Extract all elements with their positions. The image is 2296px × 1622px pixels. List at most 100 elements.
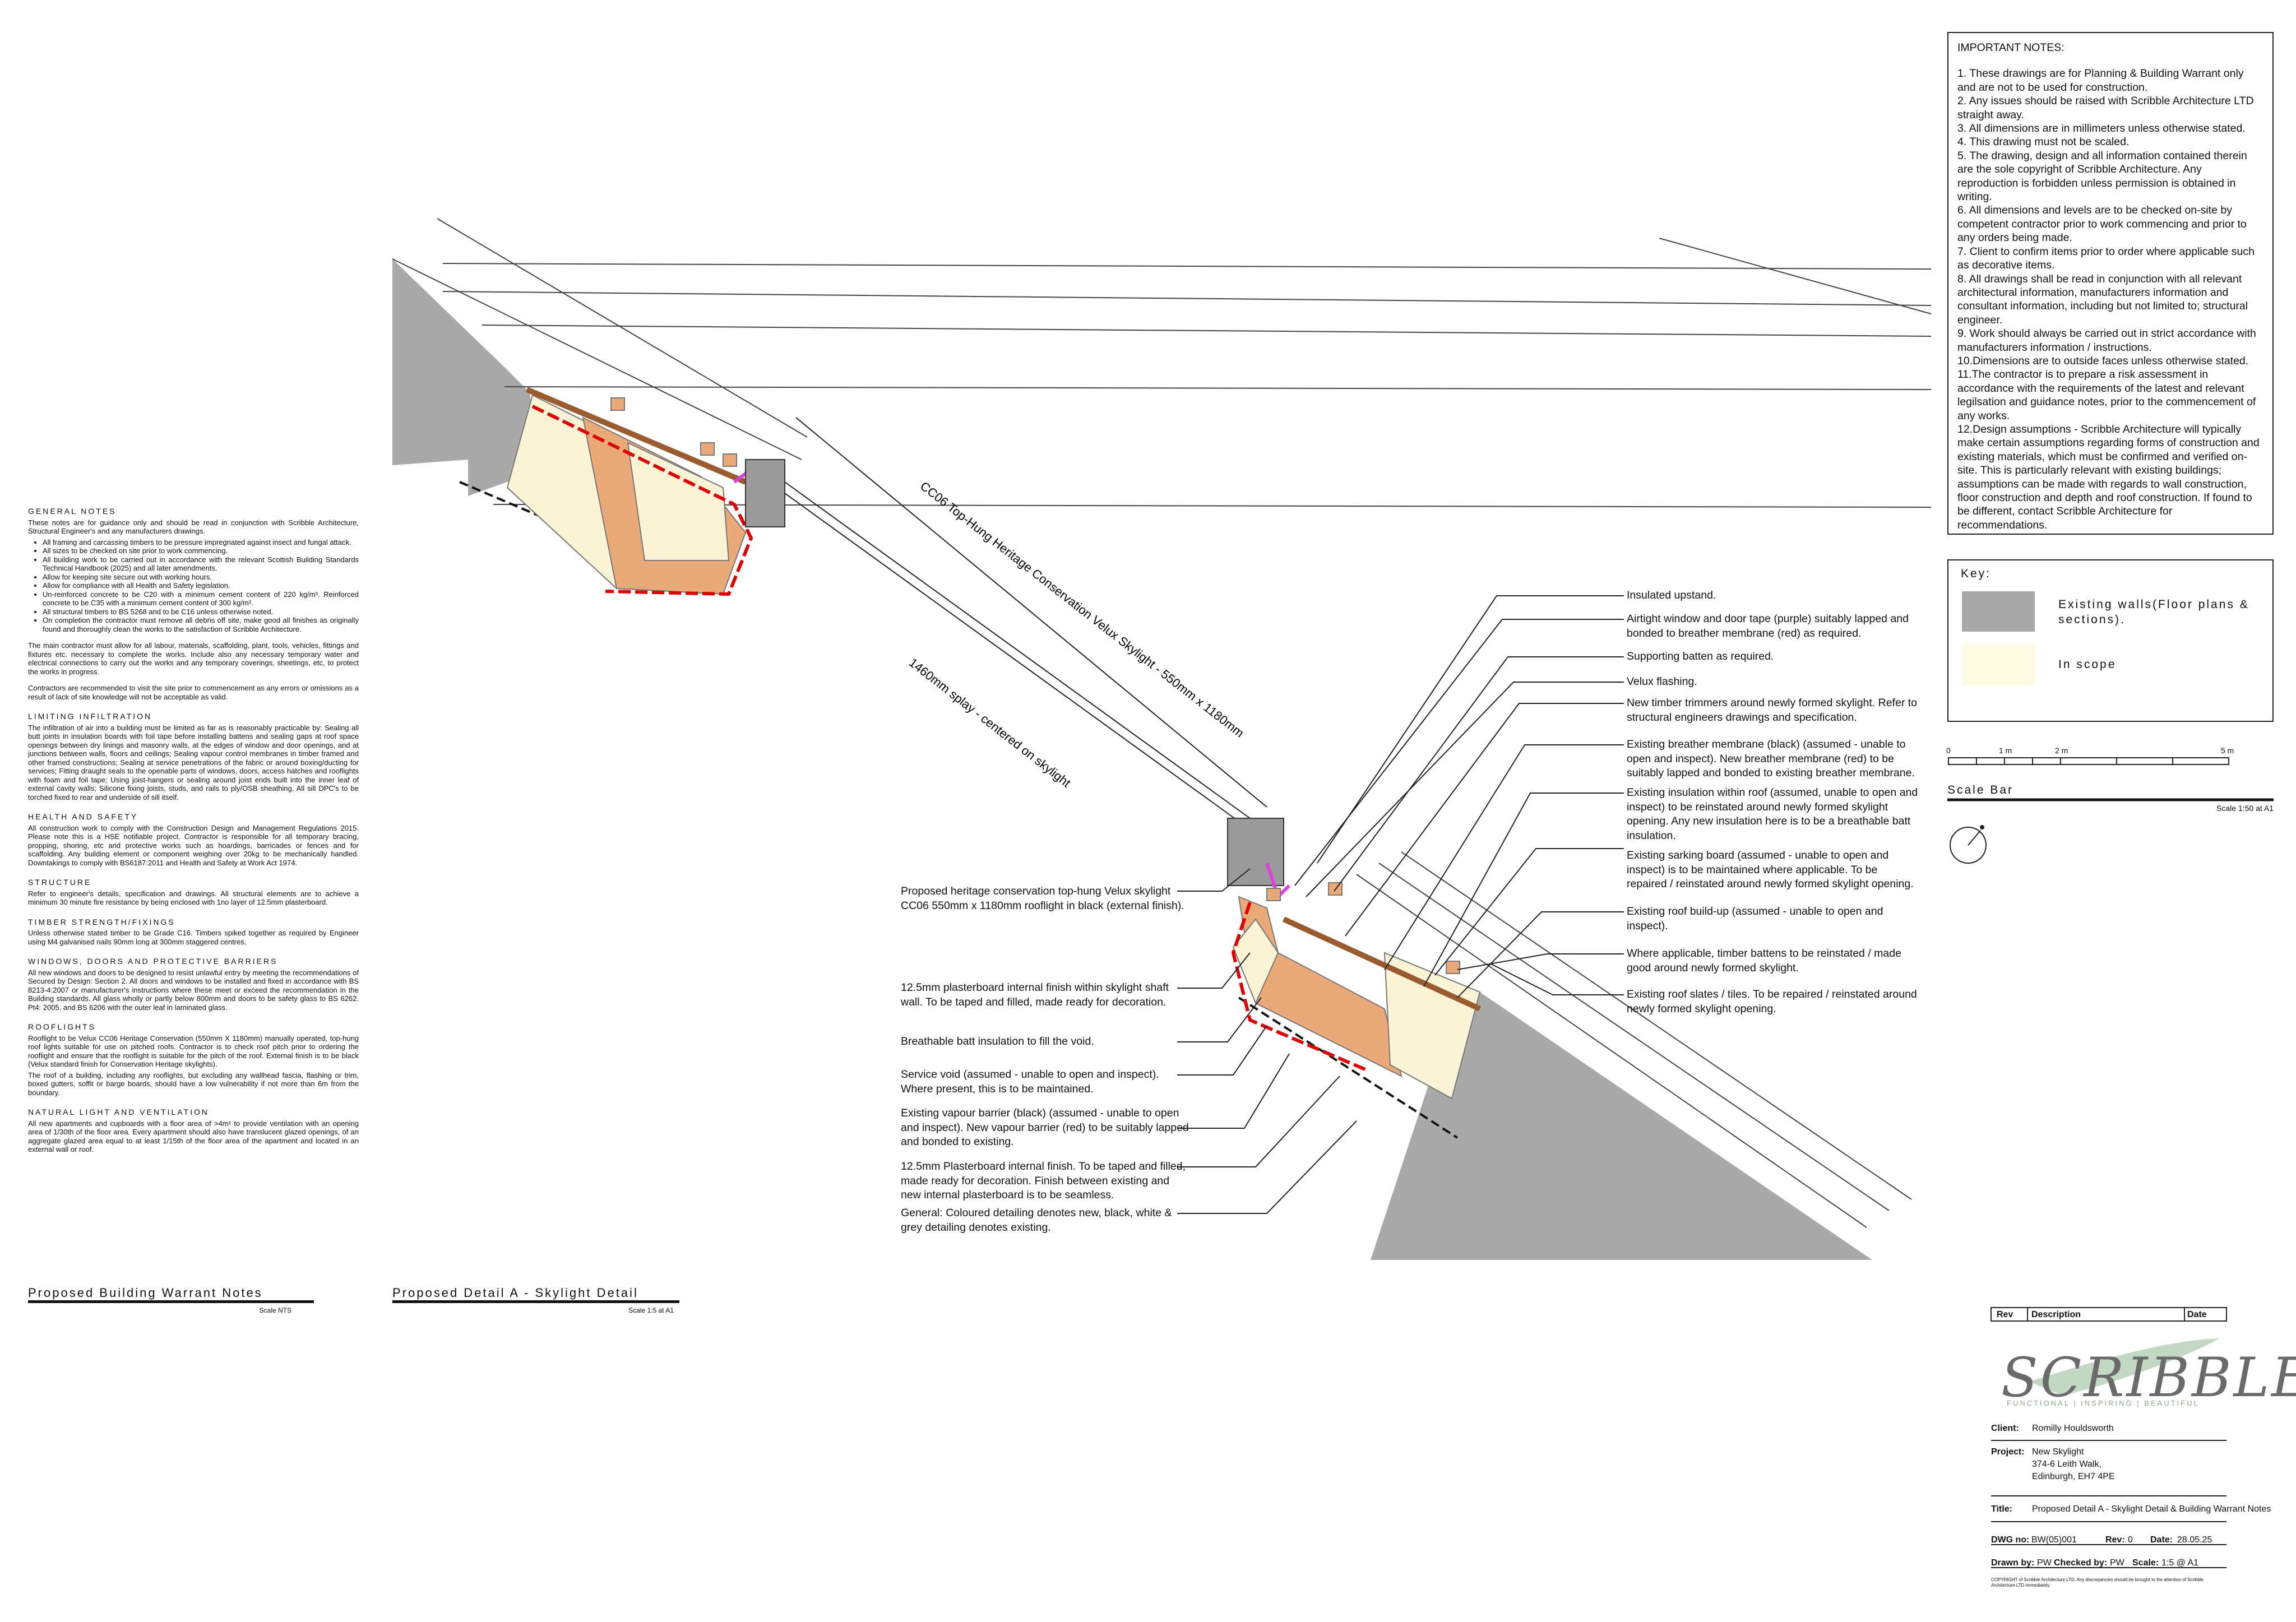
- scalebar-title: Scale Bar: [1947, 784, 2014, 796]
- skylight-glazing: [784, 417, 1267, 830]
- tb-rev-value: 0: [2128, 1535, 2133, 1545]
- important-heading: IMPORTANT NOTES:: [1957, 41, 2064, 54]
- tb-date-header: Date: [2187, 1310, 2207, 1319]
- tb-copyright: COPYRIGHT of Scribble Architecture LTD. …: [1991, 1577, 2204, 1588]
- velux-frame-upper: [745, 459, 785, 527]
- tb-description-header: Description: [2031, 1310, 2081, 1319]
- important-item: 5. The drawing, design and all informati…: [1957, 149, 2247, 203]
- north-arrow-icon: [1950, 825, 1987, 864]
- annotation-service-void: Service void (assumed - unable to open a…: [901, 1068, 1159, 1095]
- scalebar-label: 5 m: [2221, 746, 2234, 755]
- general-notes: GENERAL NOTES These notes are for guidan…: [28, 507, 359, 1156]
- existing-wall-lower: [1371, 992, 1872, 1260]
- annotation-roof-buildup: Existing roof build-up (assumed - unable…: [1627, 905, 1883, 932]
- annotation-breather-membrane: Existing breather membrane (black) (assu…: [1627, 738, 1915, 779]
- important-item: 8. All drawings shall be read in conjunc…: [1957, 272, 2248, 326]
- important-item: 3. All dimensions are in millimeters unl…: [1957, 122, 2246, 135]
- new-membrane-upper: [531, 405, 753, 596]
- natural-heading: NATURAL LIGHT AND VENTILATION: [28, 1107, 209, 1116]
- insulation-wedge-lower: [1232, 918, 1279, 1005]
- annotation-airtight-tape: Airtight window and door tape (purple) s…: [1627, 613, 1909, 639]
- windows-heading: WINDOWS, DOORS AND PROTECTIVE BARRIERS: [28, 957, 278, 966]
- annotation-velux-skylight: Proposed heritage conservation top-hung …: [901, 885, 1184, 912]
- sarking-lower: [1282, 916, 1482, 1012]
- important-item: 2. Any issues should be raised with Scri…: [1957, 95, 2254, 121]
- tb-checked-label: Checked by:: [2054, 1558, 2108, 1568]
- annotation-batt-insulation: Breathable batt insulation to fill the v…: [901, 1035, 1094, 1048]
- tb-project-line: Edinburgh, EH7 4PE: [2032, 1472, 2115, 1481]
- velux-frame-lower: [1227, 818, 1284, 886]
- scalebar-label: 2 m: [2055, 746, 2068, 755]
- tb-project-line: 374-6 Leith Walk,: [2032, 1459, 2101, 1469]
- infiltration-heading: LIMITING INFILTRATION: [28, 712, 152, 721]
- tb-scale-label: Scale:: [2132, 1558, 2159, 1568]
- annotation-vapour-barrier: Existing vapour barrier (black) (assumed…: [901, 1107, 1189, 1148]
- annotation-sarking-board: Existing sarking board (assumed - unable…: [1627, 849, 1914, 890]
- logo-tagline: FUNCTIONAL | INSPIRING | BEAUTIFUL: [2007, 1399, 2200, 1407]
- tb-title: Proposed Detail A - Skylight Detail & Bu…: [2032, 1504, 2271, 1514]
- sarking-upper: [526, 387, 747, 485]
- important-item: 7. Client to confirm items prior to orde…: [1957, 245, 2255, 272]
- notes-bullet: All sizes to be checked on site prior to…: [43, 546, 359, 555]
- health-heading: HEALTH AND SAFETY: [28, 812, 138, 821]
- tb-title-label: Title:: [1991, 1504, 2012, 1514]
- annotation-timber-battens: Where applicable, timber battens to be r…: [1627, 947, 1901, 974]
- tb-client: Romilly Houldsworth: [2032, 1424, 2114, 1433]
- notes-contractor-1: The main contractor must allow for all l…: [28, 641, 359, 676]
- notes-bullet: All building work to be carried out in a…: [43, 555, 359, 573]
- tb-client-label: Client:: [1991, 1424, 2019, 1433]
- important-item: 1. These drawings are for Planning & Bui…: [1957, 67, 2244, 94]
- annotation-velux-flashing: Velux flashing.: [1627, 675, 1697, 688]
- insulation-wedge-upper: [627, 442, 730, 561]
- leader-lines-left: [1177, 868, 1357, 1214]
- scalebar-label: 1 m: [1999, 746, 2012, 755]
- new-membrane-lower: [1231, 902, 1369, 1072]
- annotation-plasterboard-shaft: 12.5mm plasterboard internal finish with…: [901, 981, 1169, 1008]
- titleblock-lines: [1991, 1307, 2227, 1568]
- scalebar-subtitle: Scale 1:50 at A1: [2216, 804, 2274, 813]
- windows-text: All new windows and doors to be designed…: [28, 968, 359, 1012]
- annotation-general: General: Coloured detailing denotes new,…: [901, 1207, 1172, 1234]
- notes-heading: GENERAL NOTES: [28, 507, 117, 516]
- rooflights-text-2: The roof of a building, including any ro…: [28, 1070, 359, 1097]
- tb-project-line: New Skylight: [2032, 1447, 2084, 1457]
- notes-bullet: Un-reinforced concrete to be C20 with a …: [43, 590, 359, 608]
- notes-bullets: All framing and carcassing timbers to be…: [28, 538, 359, 634]
- tb-scale: 1:5 @ A1: [2161, 1558, 2199, 1568]
- key-panel: Key: Existing walls(Floor plans & sectio…: [1947, 559, 2274, 722]
- tb-drawn-label: Drawn by:: [1991, 1558, 2035, 1568]
- annotation-supporting-batten: Supporting batten as required.: [1627, 650, 1774, 662]
- annotation-insulated-upstand: Insulated upstand.: [1627, 589, 1716, 601]
- structure-text: Refer to engineer's details, specificati…: [28, 889, 359, 907]
- tb-rev-label: Rev:: [2105, 1535, 2125, 1545]
- scale-bar: [1947, 757, 2274, 801]
- detail-title: Proposed Detail A - Skylight Detail: [392, 1286, 679, 1303]
- annotation-plasterboard-finish: 12.5mm Plasterboard internal finish. To …: [901, 1160, 1186, 1201]
- notes-scale: Scale NTS: [259, 1306, 291, 1314]
- tb-date-value: 28.05.25: [2177, 1535, 2212, 1545]
- splay-label: 1460mm splay - centered on skylight: [906, 655, 1073, 790]
- tb-rev-header: Rev: [1997, 1310, 2013, 1319]
- notes-bullet: On completion the contractor must remove…: [43, 616, 359, 633]
- important-item: 6. All dimensions and levels are to be c…: [1957, 204, 2247, 244]
- tb-drawn: PW: [2037, 1558, 2052, 1568]
- logo-swoosh-icon: [2029, 1338, 2220, 1396]
- important-notes: IMPORTANT NOTES: 1. These drawings are f…: [1947, 32, 2274, 535]
- key-label-scope: In scope: [2058, 658, 2117, 671]
- key-swatch-scope: [1962, 645, 2035, 685]
- notes-title-block: Proposed Building Warrant Notes Scale NT…: [28, 1286, 314, 1314]
- notes-contractor-2: Contractors are recommended to visit the…: [28, 684, 359, 701]
- rooflights-text-1: Rooflight to be Velux CC06 Heritage Cons…: [28, 1034, 359, 1069]
- important-item: 11.The contractor is to prepare a risk a…: [1957, 368, 2256, 422]
- scribble-logo: SCRIBBLE: [2001, 1346, 2296, 1409]
- battens-upper: [610, 397, 737, 467]
- existing-wall-upper: [392, 259, 538, 496]
- annotation-roof-slates: Existing roof slates / tiles. To be repa…: [1627, 988, 1917, 1015]
- detail-title-block: Proposed Detail A - Skylight Detail Scal…: [392, 1286, 679, 1314]
- infiltration-text: The infiltration of air into a building …: [28, 723, 359, 801]
- notes-bullet: All framing and carcassing timbers to be…: [43, 538, 359, 547]
- key-heading: Key:: [1961, 567, 1992, 580]
- tb-date-label: Date:: [2150, 1535, 2173, 1545]
- detail-scale: Scale 1:5 at A1: [628, 1306, 674, 1314]
